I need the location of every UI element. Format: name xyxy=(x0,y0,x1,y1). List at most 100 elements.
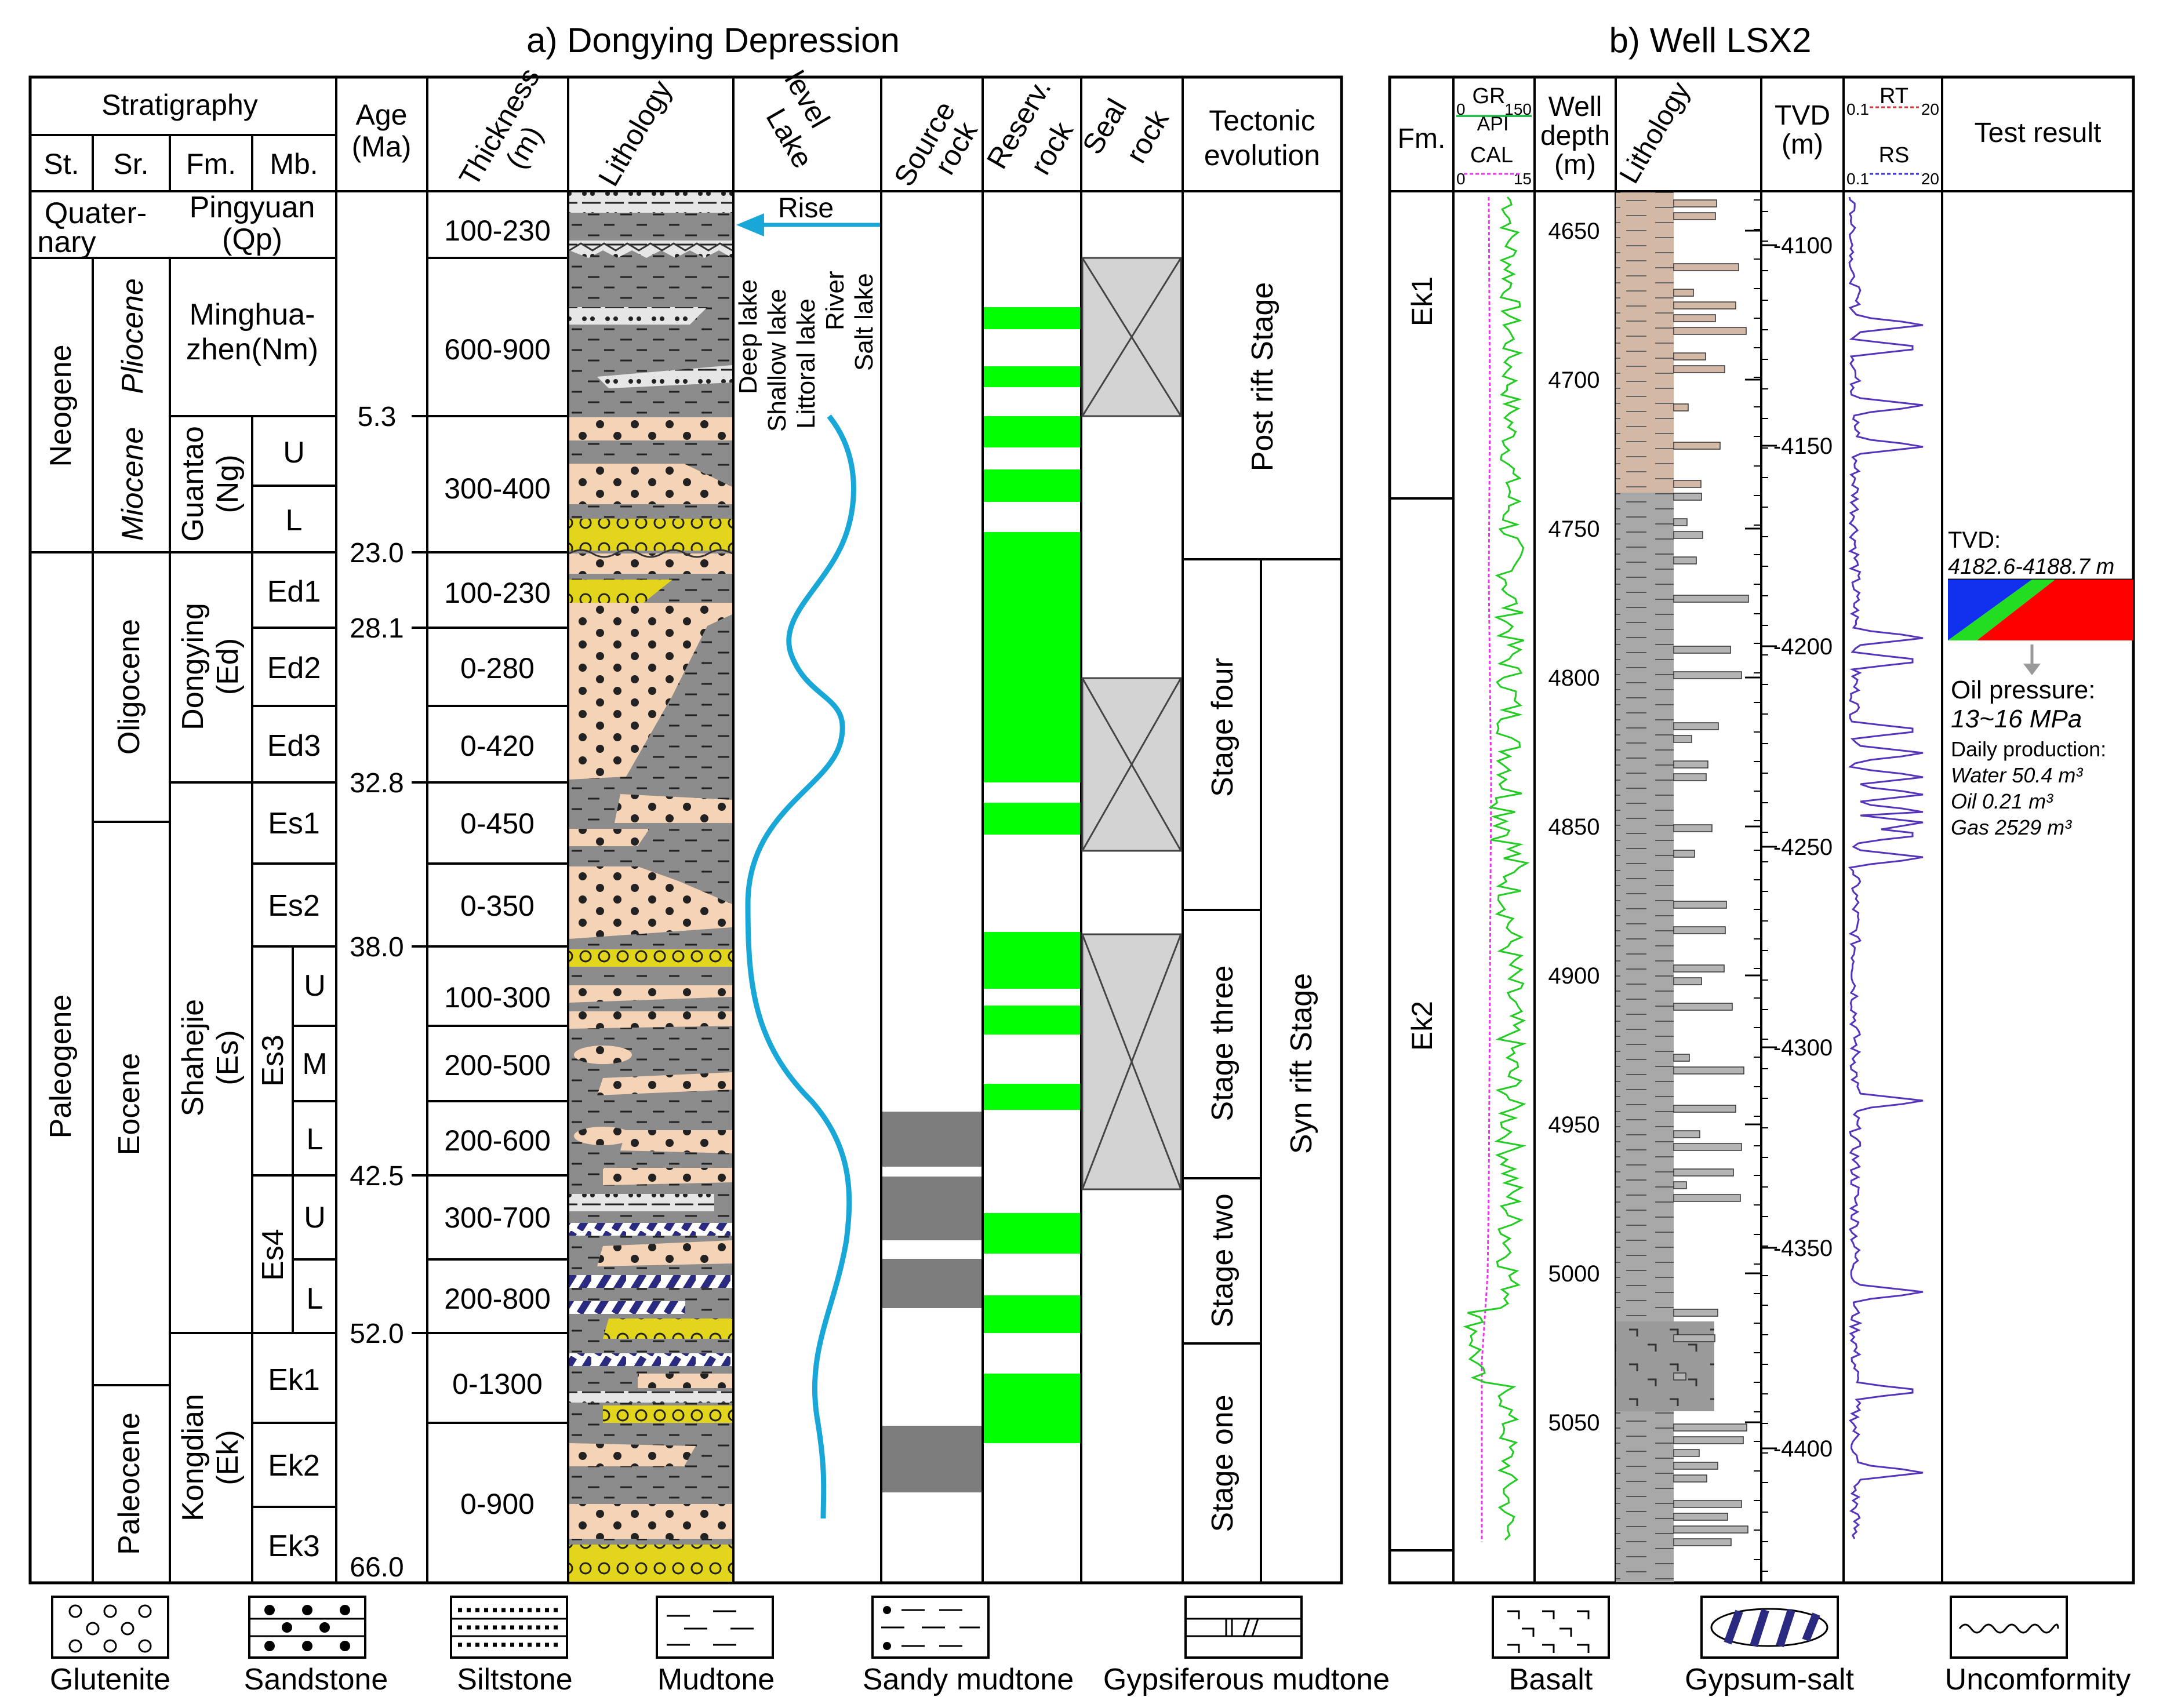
well-lith-bar xyxy=(1673,1168,1734,1177)
seal-rock-column xyxy=(1081,257,1182,1190)
thickness-value: 100-230 xyxy=(444,577,551,609)
lake-level-column: Rise Deep lake Shallow lake Littoral lak… xyxy=(734,193,880,1519)
series-miocene: Miocene xyxy=(116,427,150,541)
header-tvd-1: TVD xyxy=(1775,100,1830,131)
header-lithology: Lithology xyxy=(592,75,678,191)
header-fm: Fm. xyxy=(186,148,236,180)
member-ek3: Ek3 xyxy=(268,1529,320,1563)
age-23-0: 23.0 xyxy=(350,538,403,569)
well-lith-bar xyxy=(1673,301,1736,309)
tvd-tick-label: -4300 xyxy=(1773,1035,1833,1061)
lake-deep: Deep lake xyxy=(734,279,762,394)
thickness-value: 0-450 xyxy=(460,807,535,840)
header-rs-min: 0.1 xyxy=(1846,170,1869,188)
header-rs-max: 20 xyxy=(1921,170,1939,188)
stage-one: Stage one xyxy=(1206,1394,1239,1532)
thickness-value: 200-500 xyxy=(444,1049,551,1081)
thickness-value: 0-900 xyxy=(460,1488,535,1520)
member-es4-l: L xyxy=(307,1282,323,1316)
system-quaternary-2: nary xyxy=(37,225,96,259)
well-lith-bar xyxy=(1673,403,1689,411)
reservoir-interval xyxy=(984,1295,1080,1333)
system-quaternary-1: Quater- xyxy=(45,196,147,230)
member-guantao-l: L xyxy=(286,504,303,537)
member-ed2: Ed2 xyxy=(267,651,321,685)
well-lith-bar xyxy=(1673,1436,1744,1444)
well-lith-bar xyxy=(1673,1500,1742,1508)
thickness-value: 0-420 xyxy=(460,730,535,762)
age-52-0: 52.0 xyxy=(350,1319,403,1349)
reservoir-interval xyxy=(984,1084,1080,1110)
lake-river: River xyxy=(821,271,849,330)
formation-dongying-2: (Ed) xyxy=(211,638,245,695)
panel-a-frame xyxy=(28,75,1343,1585)
legend-label: Siltstone xyxy=(457,1663,572,1696)
thickness-value: 0-350 xyxy=(460,890,535,922)
well-lith-bar xyxy=(1673,352,1706,360)
age-5-3: 5.3 xyxy=(358,402,397,432)
seal-interval xyxy=(1081,257,1182,417)
depth-tick-label: 5050 xyxy=(1548,1410,1600,1436)
well-lith-bar xyxy=(1673,289,1694,297)
well-lith-bar xyxy=(1673,595,1749,603)
header-tectonic-1: Tectonic xyxy=(1209,104,1315,137)
well-lith-bar xyxy=(1673,964,1725,973)
well-lith-bar xyxy=(1673,531,1703,539)
well-lith-bar xyxy=(1673,1423,1747,1432)
legend-label: Uncomformity xyxy=(1945,1663,2131,1696)
seal-interval xyxy=(1081,933,1182,1190)
member-guantao-u: U xyxy=(283,436,305,469)
lake-salt: Salt lake xyxy=(850,273,878,371)
header-well-2: depth xyxy=(1540,121,1610,151)
test-green xyxy=(1948,580,2055,640)
formation-minghuazhen-2: zhen(Nm) xyxy=(186,333,318,366)
panel-a-headers: Stratigraphy St. Sr. Fm. Mb. Age (Ma) Th… xyxy=(43,63,1320,192)
legend-sandstone: Sandstone xyxy=(244,1596,388,1696)
test-result: TVD: 4182.6-4188.7 m Oil pressure: 13~16… xyxy=(1948,527,2133,839)
series-paleocene: Paleocene xyxy=(112,1412,146,1555)
panel-b-headers: Fm. GR 0 150 API CAL 0 15 Well depth (m)… xyxy=(1398,77,2102,189)
test-gas: Gas 2529 m³ xyxy=(1951,815,2072,839)
reservoir-rock-column xyxy=(984,307,1080,1443)
reservoir-interval xyxy=(984,1213,1080,1254)
thickness-value: 300-400 xyxy=(444,472,551,505)
reservoir-interval xyxy=(984,366,1080,387)
post-rift-stage: Post rift Stage xyxy=(1246,282,1279,472)
well-lith-bar xyxy=(1673,365,1725,373)
age-labels: 5.3 23.0 28.1 32.8 38.0 42.5 52.0 66.0 xyxy=(350,402,403,1583)
thickness-value: 200-800 xyxy=(444,1283,551,1315)
header-cal-max: 15 xyxy=(1514,170,1532,188)
well-lith-bar xyxy=(1673,327,1747,335)
well-lith-bar xyxy=(1673,1130,1700,1138)
well-lith-bar xyxy=(1673,518,1688,526)
member-es1: Es1 xyxy=(268,807,320,840)
formation-ek1: Ek1 xyxy=(1406,276,1438,326)
well-lith-bar xyxy=(1673,977,1702,985)
well-lith-bar xyxy=(1673,480,1702,488)
test-daily-label: Daily production: xyxy=(1951,737,2106,761)
reservoir-interval xyxy=(984,307,1080,329)
member-ed1: Ed1 xyxy=(267,575,321,609)
well-lith-bar xyxy=(1673,1474,1707,1483)
depth-tick-label: 4700 xyxy=(1548,367,1600,393)
member-es3: Es3 xyxy=(256,1035,290,1087)
reservoir-interval xyxy=(984,803,1080,835)
well-lith-bar xyxy=(1673,646,1731,654)
rs-curve xyxy=(1848,196,1924,1539)
series-eocene: Eocene xyxy=(112,1053,146,1155)
panel-b-title: b) Well LSX2 xyxy=(1609,21,1811,60)
well-lith-bar xyxy=(1673,824,1713,832)
thickness-value: 600-900 xyxy=(444,333,551,366)
source-rock-interval xyxy=(882,1426,981,1492)
reservoir-interval xyxy=(984,1374,1080,1443)
well-lith-bar xyxy=(1673,314,1716,322)
lake-littoral: Littoral lake xyxy=(792,298,820,429)
formation-dongying-1: Dongying xyxy=(176,603,210,730)
age-66-0: 66.0 xyxy=(350,1552,403,1583)
thickness-value: 0-1300 xyxy=(452,1368,543,1400)
well-lith-bar xyxy=(1673,263,1739,271)
legend-gypsum-salt: Gypsum-salt xyxy=(1685,1596,1854,1696)
well-lith-bar xyxy=(1673,199,1717,207)
